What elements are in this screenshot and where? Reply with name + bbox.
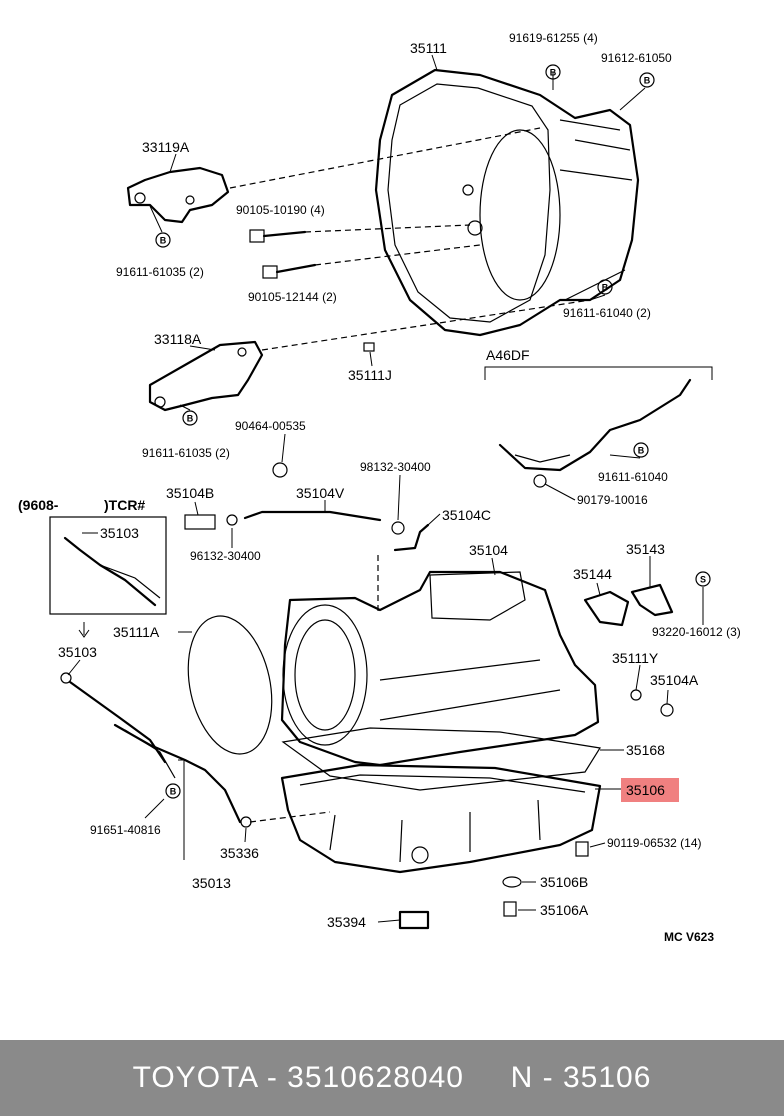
gasket-35111a-drawing — [187, 615, 273, 755]
clip-90464-drawing — [272, 462, 288, 478]
bolt-90105-10190-drawing — [249, 229, 307, 243]
footer-bar: TOYOTA - 3510628040 N - 35106 — [0, 1040, 784, 1116]
label-9608: (9608- — [18, 497, 59, 513]
svg-text:B: B — [170, 787, 177, 797]
pipe-35104c-drawing — [393, 523, 430, 552]
exploded-parts-diagram: B B B B B B B S 35111 91619-61255 (4) 91… — [18, 31, 741, 944]
label-35106: 35106 — [626, 782, 665, 798]
label-33119a: 33119A — [142, 139, 190, 155]
svg-text:B: B — [602, 283, 609, 293]
label-91651-40816: 91651-40816 — [90, 823, 161, 837]
plug-35104a-drawing — [660, 703, 674, 717]
badge-b-5: B — [182, 410, 198, 426]
label-35111: 35111 — [410, 40, 447, 56]
dipstick-inset-drawing — [63, 536, 161, 607]
svg-text:B: B — [644, 76, 651, 86]
svg-text:B: B — [550, 68, 557, 78]
label-35103: 35103 — [58, 644, 97, 660]
label-91611-61035-b: 91611-61035 (2) — [142, 446, 230, 460]
label-98132-30400: 98132-30400 — [360, 460, 431, 474]
label-35104b: 35104B — [166, 485, 214, 501]
part-35106-highlight — [621, 778, 679, 802]
label-35104a: 35104A — [650, 672, 699, 688]
svg-text:B: B — [638, 446, 645, 456]
label-tcr: )TCR# — [104, 497, 145, 513]
svg-text:B: B — [160, 236, 167, 246]
label-35106b: 35106B — [540, 874, 588, 890]
badge-b-2: B — [639, 72, 655, 88]
badge-b-1: B — [545, 64, 561, 80]
label-mc-v623: MC V623 — [664, 930, 714, 944]
label-a46df: A46DF — [486, 347, 530, 363]
brackets-35143-35144-drawing — [583, 583, 674, 627]
badge-b-4: B — [597, 279, 613, 295]
transmission-case-drawing — [280, 570, 600, 767]
svg-text:B: B — [187, 414, 194, 424]
label-90179-10016: 90179-10016 — [577, 493, 648, 507]
union-35104b-drawing — [184, 514, 238, 530]
label-35111j: 35111J — [348, 367, 392, 383]
badge-b-7: B — [165, 783, 181, 799]
label-35013: 35013 — [192, 875, 231, 891]
label-35394: 35394 — [327, 914, 366, 930]
label-35104v: 35104V — [296, 485, 345, 501]
plug-35106a-drawing — [503, 901, 517, 917]
pin-35111j-drawing — [363, 342, 375, 352]
pan-gasket-35168-drawing — [281, 727, 601, 791]
label-35106a: 35106A — [540, 902, 589, 918]
bolt-90105-12144-drawing — [262, 263, 317, 279]
bracket-33118a-drawing — [148, 340, 264, 412]
label-35168: 35168 — [626, 742, 665, 758]
label-35104c: 35104C — [442, 507, 491, 523]
label-91619-61255: 91619-61255 (4) — [509, 31, 598, 45]
badge-b-3: B — [155, 232, 171, 248]
label-35111a: 35111A — [113, 624, 160, 640]
hose-35104v-drawing — [243, 510, 382, 522]
a46df-inset-drawing — [484, 366, 713, 488]
label-90464-00535: 90464-00535 — [235, 419, 306, 433]
label-35103-inset: 35103 — [100, 525, 139, 541]
gasket-35106b-drawing — [502, 876, 522, 888]
footer-part-info: TOYOTA - 3510628040 N - 35106 — [132, 1061, 652, 1094]
bracket-33119a-drawing — [126, 166, 230, 224]
badge-b-6: B — [633, 442, 649, 458]
label-93220-16012: 93220-16012 (3) — [652, 625, 741, 639]
oil-pan-35106-drawing — [280, 763, 602, 874]
dipstick-tube-drawing — [113, 723, 252, 828]
label-91612-61050: 91612-61050 — [601, 51, 672, 65]
oring-35111y-drawing — [630, 689, 642, 701]
label-35144: 35144 — [573, 566, 612, 582]
label-35104: 35104 — [469, 542, 508, 558]
bell-housing-drawing — [374, 68, 640, 337]
label-91611-61040: 91611-61040 — [598, 470, 668, 484]
label-91611-61035-a: 91611-61035 (2) — [116, 265, 204, 279]
label-35143: 35143 — [626, 541, 665, 557]
label-35111y: 35111Y — [612, 650, 659, 666]
magnet-35394-drawing — [398, 910, 430, 930]
arrow-down — [78, 622, 90, 638]
badge-s-8: S — [695, 571, 711, 587]
label-33118a: 33118A — [154, 331, 202, 347]
label-90105-10190: 90105-10190 (4) — [236, 203, 325, 217]
svg-text:S: S — [700, 575, 706, 585]
label-90105-12144: 90105-12144 (2) — [248, 290, 337, 304]
leader-lines — [67, 54, 704, 923]
inset-box-9608 — [49, 516, 167, 615]
bolt-90119-drawing — [575, 841, 589, 857]
label-35336: 35336 — [220, 845, 259, 861]
label-90119-06532: 90119-06532 (14) — [607, 836, 702, 850]
dipstick-drawing — [60, 672, 167, 764]
label-96132-30400: 96132-30400 — [190, 549, 261, 563]
clip-98132-drawing — [391, 521, 405, 535]
label-91611-61040-2: 91611-61040 (2) — [563, 306, 651, 320]
